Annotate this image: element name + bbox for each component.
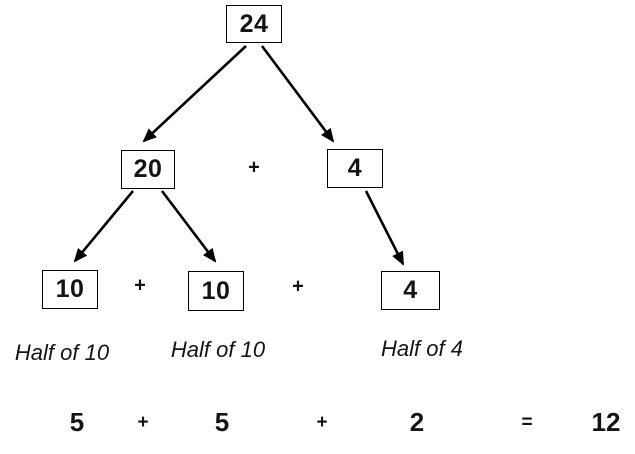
plus-operator-level2: + <box>248 156 260 179</box>
tree-node-4-level3: 4 <box>381 271 440 310</box>
caption-half-of-4: Half of 4 <box>381 336 463 361</box>
equation-result-12: 12 <box>591 407 621 437</box>
arrow-24-to-20 <box>142 45 247 143</box>
arrow-4-to-4 <box>364 190 405 266</box>
plus-operator-level3-second: + <box>292 275 304 298</box>
tree-node-4-level2: 4 <box>327 149 383 188</box>
arrow-24-to-4 <box>260 45 335 143</box>
caption-half-of-10-right: Half of 10 <box>170 337 266 362</box>
tree-node-10-left: 10 <box>42 270 98 309</box>
tree-node-10-right: 10 <box>188 271 244 311</box>
arrow-20-to-10-right <box>160 190 217 263</box>
tree-node-20: 20 <box>121 150 175 189</box>
arrow-20-to-10-left <box>73 190 135 263</box>
plus-operator-level3-first: + <box>134 274 146 297</box>
equation-term-5-first: 5 <box>69 407 85 437</box>
equation-plus-second: + <box>316 412 328 433</box>
equation-plus-first: + <box>137 412 149 433</box>
equation-term-2: 2 <box>409 407 425 437</box>
equation-term-5-second: 5 <box>214 407 230 437</box>
equation-equals-sign: = <box>521 412 533 433</box>
caption-half-of-10-left: Half of 10 <box>14 340 110 365</box>
tree-node-24: 24 <box>226 5 282 43</box>
